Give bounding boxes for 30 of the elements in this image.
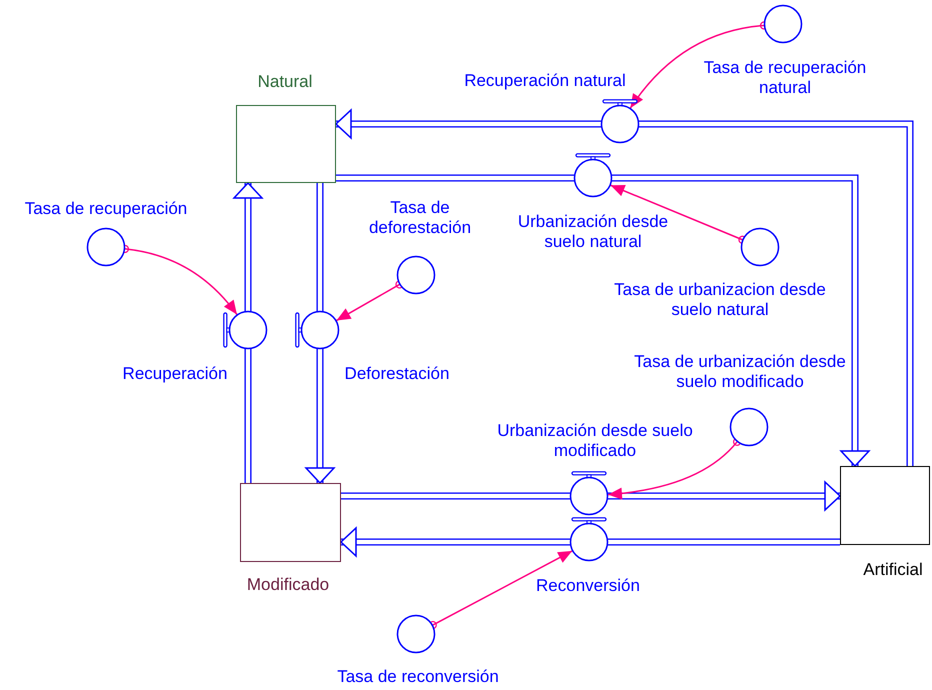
stock-label: Artificial bbox=[863, 560, 923, 580]
flow-pipe bbox=[335, 109, 601, 139]
stock-label: Modificado bbox=[246, 575, 330, 595]
flow-label: Recuperación bbox=[122, 364, 228, 384]
stock-label: Natural bbox=[258, 72, 312, 92]
flow-label: Deforestación bbox=[344, 364, 450, 384]
flow-label: Urbanización desde suelo natural bbox=[516, 212, 670, 252]
flow-pipe bbox=[341, 492, 570, 500]
variable-label: Tasa de recuperación natural bbox=[702, 58, 868, 98]
flow-label: Recuperación natural bbox=[464, 71, 626, 91]
variable-label: Tasa de deforestación bbox=[368, 198, 472, 238]
variable-label: Tasa de reconversión bbox=[337, 667, 499, 687]
flow-pipe bbox=[608, 481, 841, 511]
flow-pipe bbox=[336, 174, 574, 182]
flow-label: Urbanización desde suelo modificado bbox=[496, 421, 694, 461]
flow-pipe bbox=[608, 538, 840, 546]
flow-pipe bbox=[305, 349, 335, 484]
variable-label: Tasa de recuperación bbox=[24, 199, 188, 219]
flow-pipe bbox=[340, 527, 570, 557]
connector-arrow bbox=[428, 550, 573, 630]
flow-pipe bbox=[316, 183, 324, 311]
flow-pipe bbox=[639, 120, 914, 466]
connector-arrow bbox=[336, 280, 404, 322]
connector-arrow bbox=[608, 438, 742, 500]
variable-label: Tasa de urbanizacion desde suelo natural bbox=[613, 280, 827, 320]
flow-label: Reconversión bbox=[536, 576, 640, 596]
variable-label: Tasa de urbanización desde suelo modificado bbox=[634, 352, 846, 392]
flow-pipe bbox=[612, 174, 870, 467]
flow-pipe bbox=[244, 349, 252, 483]
flow-pipe bbox=[233, 182, 263, 311]
